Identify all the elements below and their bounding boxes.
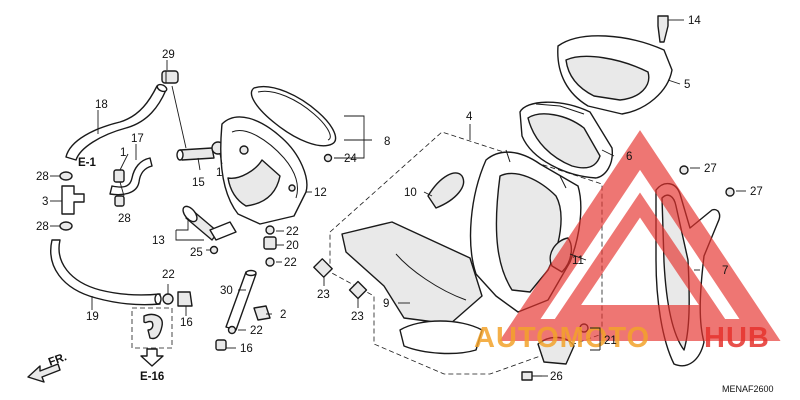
hose-17[interactable] bbox=[109, 157, 153, 196]
screw-27-a[interactable] bbox=[679, 165, 689, 175]
callout-1-b: 1 bbox=[216, 167, 222, 179]
panel-10[interactable] bbox=[427, 172, 465, 209]
housing-9[interactable] bbox=[341, 221, 483, 355]
callout-22-c: 22 bbox=[284, 257, 297, 269]
callout-22-a: 22 bbox=[162, 269, 175, 281]
callout-16-a: 16 bbox=[180, 317, 193, 329]
watermark-triangle-inner bbox=[554, 192, 726, 319]
leader-lines bbox=[50, 19, 746, 377]
callout-27-a: 27 bbox=[704, 163, 717, 175]
callout-15: 15 bbox=[192, 177, 205, 189]
clip-28-c[interactable] bbox=[59, 221, 73, 231]
joint-3[interactable] bbox=[61, 185, 85, 215]
hose-18[interactable] bbox=[65, 83, 168, 161]
callout-12: 12 bbox=[314, 187, 327, 199]
clip-1[interactable] bbox=[113, 169, 125, 183]
pipe-15[interactable] bbox=[176, 147, 215, 161]
hose-19[interactable] bbox=[50, 239, 162, 306]
callout-18: 18 bbox=[95, 99, 108, 111]
callout-4: 4 bbox=[466, 111, 473, 123]
callout-25: 25 bbox=[190, 247, 203, 259]
clip-22-a[interactable] bbox=[265, 225, 275, 235]
bolt-26[interactable] bbox=[521, 371, 542, 381]
watermark-logo bbox=[499, 130, 781, 341]
nut-23-b[interactable] bbox=[348, 280, 368, 300]
bolt-14[interactable] bbox=[657, 15, 669, 43]
callout-22-d: 22 bbox=[250, 325, 263, 337]
watermark-triangle-outer bbox=[499, 130, 781, 341]
callout-9: 9 bbox=[383, 298, 389, 310]
callout-19: 19 bbox=[86, 311, 99, 323]
callout-7: 7 bbox=[722, 265, 728, 277]
watermark-text-b: HUB bbox=[704, 322, 770, 354]
reference-e16: E-16 bbox=[140, 371, 164, 383]
callout-3: 3 bbox=[42, 196, 48, 208]
cap-29[interactable] bbox=[161, 70, 179, 84]
housing-main[interactable] bbox=[469, 149, 582, 313]
screw-24[interactable] bbox=[323, 153, 333, 163]
callout-13: 13 bbox=[152, 235, 165, 247]
e16-reference bbox=[131, 307, 173, 367]
frame-6[interactable] bbox=[519, 101, 613, 179]
callout-28-c: 28 bbox=[36, 221, 49, 233]
callout-26: 26 bbox=[550, 371, 563, 383]
callout-29: 29 bbox=[162, 49, 175, 61]
callout-5: 5 bbox=[684, 79, 690, 91]
callout-8: 8 bbox=[384, 136, 390, 148]
seal-8[interactable] bbox=[250, 86, 337, 147]
callout-28-a: 28 bbox=[36, 171, 49, 183]
screw-27-b[interactable] bbox=[725, 187, 735, 197]
callout-28-b: 28 bbox=[118, 213, 131, 225]
screw-25[interactable] bbox=[209, 245, 219, 255]
clip-22-b[interactable] bbox=[265, 257, 275, 267]
callout-11: 11 bbox=[572, 255, 584, 267]
callout-23-a: 23 bbox=[317, 289, 330, 301]
clip-28-a[interactable] bbox=[114, 195, 125, 207]
callout-10: 10 bbox=[404, 187, 417, 199]
valve-20[interactable] bbox=[263, 236, 277, 250]
clip-28-b[interactable] bbox=[59, 171, 73, 181]
tube-30[interactable] bbox=[225, 269, 257, 331]
callout-20: 20 bbox=[286, 240, 299, 252]
clip-22-lower[interactable] bbox=[162, 293, 174, 305]
fitting-16[interactable] bbox=[177, 291, 193, 307]
callout-16-b: 16 bbox=[240, 343, 253, 355]
callout-21: 21 bbox=[604, 335, 617, 347]
callout-23-b: 23 bbox=[351, 311, 364, 323]
nut-23-a[interactable] bbox=[313, 258, 333, 278]
fitting-16-b[interactable] bbox=[215, 339, 227, 351]
callout-labels: 29 18 17 1 E-1 28 3 28 28 19 22 16 E-16 … bbox=[36, 15, 774, 394]
callout-1: 1 bbox=[120, 147, 126, 159]
airbox-12[interactable] bbox=[220, 116, 308, 225]
diagram-code: MENAF2600 bbox=[722, 384, 774, 394]
callout-24: 24 bbox=[344, 153, 357, 165]
callout-30: 30 bbox=[220, 285, 233, 297]
plug-2[interactable] bbox=[253, 305, 271, 321]
front-direction-arrow bbox=[27, 363, 61, 383]
callout-2: 2 bbox=[280, 309, 286, 321]
callout-14: 14 bbox=[688, 15, 701, 27]
callout-27-b: 27 bbox=[750, 186, 763, 198]
reference-e1: E-1 bbox=[78, 157, 97, 169]
callout-22-b: 22 bbox=[286, 226, 299, 238]
callout-6: 6 bbox=[626, 151, 632, 163]
element-5[interactable] bbox=[557, 35, 673, 115]
callout-17: 17 bbox=[131, 133, 144, 145]
elbow-13[interactable] bbox=[180, 204, 237, 241]
clip-22-c[interactable] bbox=[227, 325, 237, 335]
front-label: FR. bbox=[47, 351, 69, 369]
watermark-text-a: AUTOMOTO bbox=[474, 322, 650, 354]
